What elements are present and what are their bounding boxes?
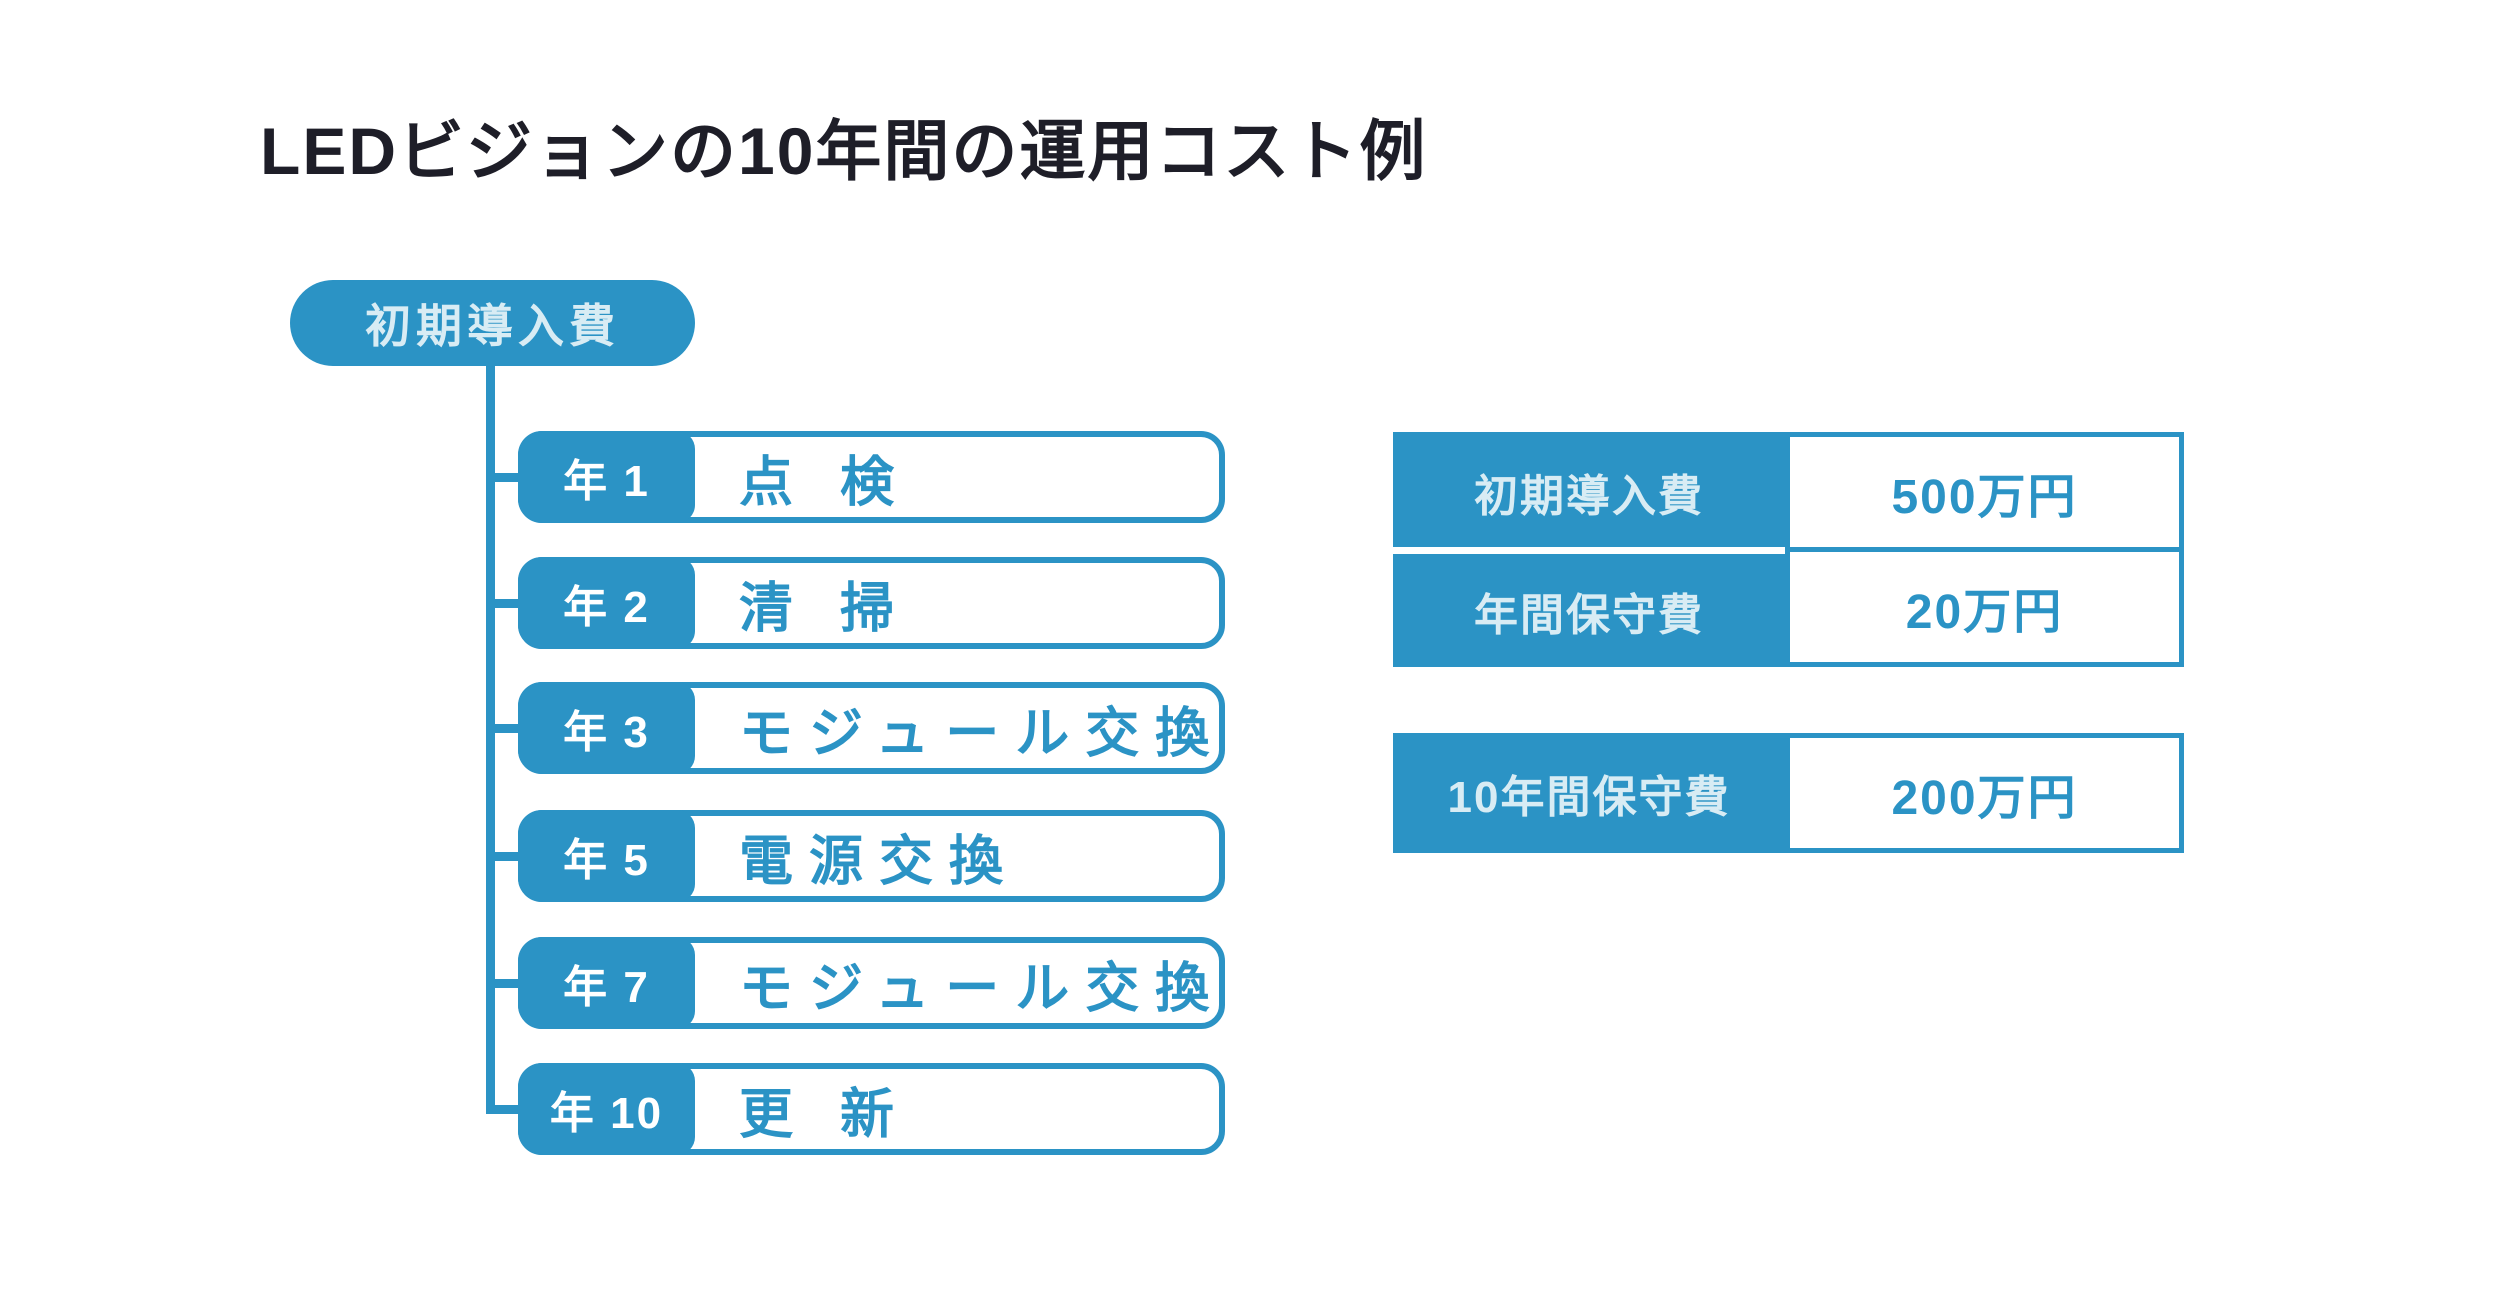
cost-total-table: 10年間保守費 200万円 bbox=[1393, 733, 2184, 853]
year-badge: 年 7 bbox=[518, 937, 695, 1029]
connector-branch bbox=[486, 599, 532, 608]
connector-branch bbox=[486, 724, 532, 733]
timeline-item-year-10: 年 10 更 新 bbox=[518, 1063, 1225, 1155]
connector-branch bbox=[486, 1105, 532, 1114]
connector-trunk bbox=[486, 364, 495, 1114]
year-badge: 年 3 bbox=[518, 682, 695, 774]
table-row: 10年間保守費 200万円 bbox=[1393, 733, 2184, 853]
page-title: LEDビジョンの10年間の運用コスト例 bbox=[260, 114, 1428, 188]
cost-label-cell: 初期導入費 bbox=[1393, 432, 1785, 552]
cost-value-cell: 500万円 bbox=[1785, 432, 2184, 552]
cost-value-cell: 20万円 bbox=[1785, 547, 2184, 667]
year-badge: 年 10 bbox=[518, 1063, 695, 1155]
timeline-item-year-5: 年 5 電源交換 bbox=[518, 810, 1225, 902]
year-badge-label: 年 1 bbox=[563, 457, 650, 506]
year-badge-label: 年 2 bbox=[563, 583, 650, 632]
cost-label-cell: 年間保守費 bbox=[1393, 547, 1785, 667]
root-node-label: 初期導入費 bbox=[365, 300, 620, 352]
year-badge-label: 年 10 bbox=[549, 1089, 664, 1138]
year-activity-label: 更 新 bbox=[739, 1084, 911, 1145]
year-activity-label: モジュール交換 bbox=[739, 958, 1226, 1019]
year-badge-label: 年 7 bbox=[563, 963, 650, 1012]
year-badge-label: 年 5 bbox=[563, 836, 650, 885]
year-badge: 年 5 bbox=[518, 810, 695, 902]
year-badge: 年 1 bbox=[518, 431, 695, 523]
connector-branch bbox=[486, 979, 532, 988]
year-activity-label: モジュール交換 bbox=[739, 703, 1226, 764]
timeline-item-year-2: 年 2 清 掃 bbox=[518, 557, 1225, 649]
table-row: 初期導入費 500万円 bbox=[1393, 432, 2184, 552]
timeline-item-year-7: 年 7 モジュール交換 bbox=[518, 937, 1225, 1029]
timeline-item-year-3: 年 3 モジュール交換 bbox=[518, 682, 1225, 774]
table-row: 年間保守費 20万円 bbox=[1393, 547, 2184, 667]
timeline-item-year-1: 年 1 点 検 bbox=[518, 431, 1225, 523]
year-badge: 年 2 bbox=[518, 557, 695, 649]
cost-value-cell: 200万円 bbox=[1785, 733, 2184, 853]
root-node-initial-cost: 初期導入費 bbox=[290, 280, 695, 366]
year-activity-label: 点 検 bbox=[739, 452, 911, 513]
cost-summary-table: 初期導入費 500万円 年間保守費 20万円 bbox=[1393, 432, 2184, 667]
connector-branch bbox=[486, 473, 532, 482]
year-badge-label: 年 3 bbox=[563, 708, 650, 757]
cost-label-cell: 10年間保守費 bbox=[1393, 733, 1785, 853]
connector-branch bbox=[486, 852, 532, 861]
year-activity-label: 電源交換 bbox=[739, 831, 1019, 892]
year-activity-label: 清 掃 bbox=[739, 578, 911, 639]
